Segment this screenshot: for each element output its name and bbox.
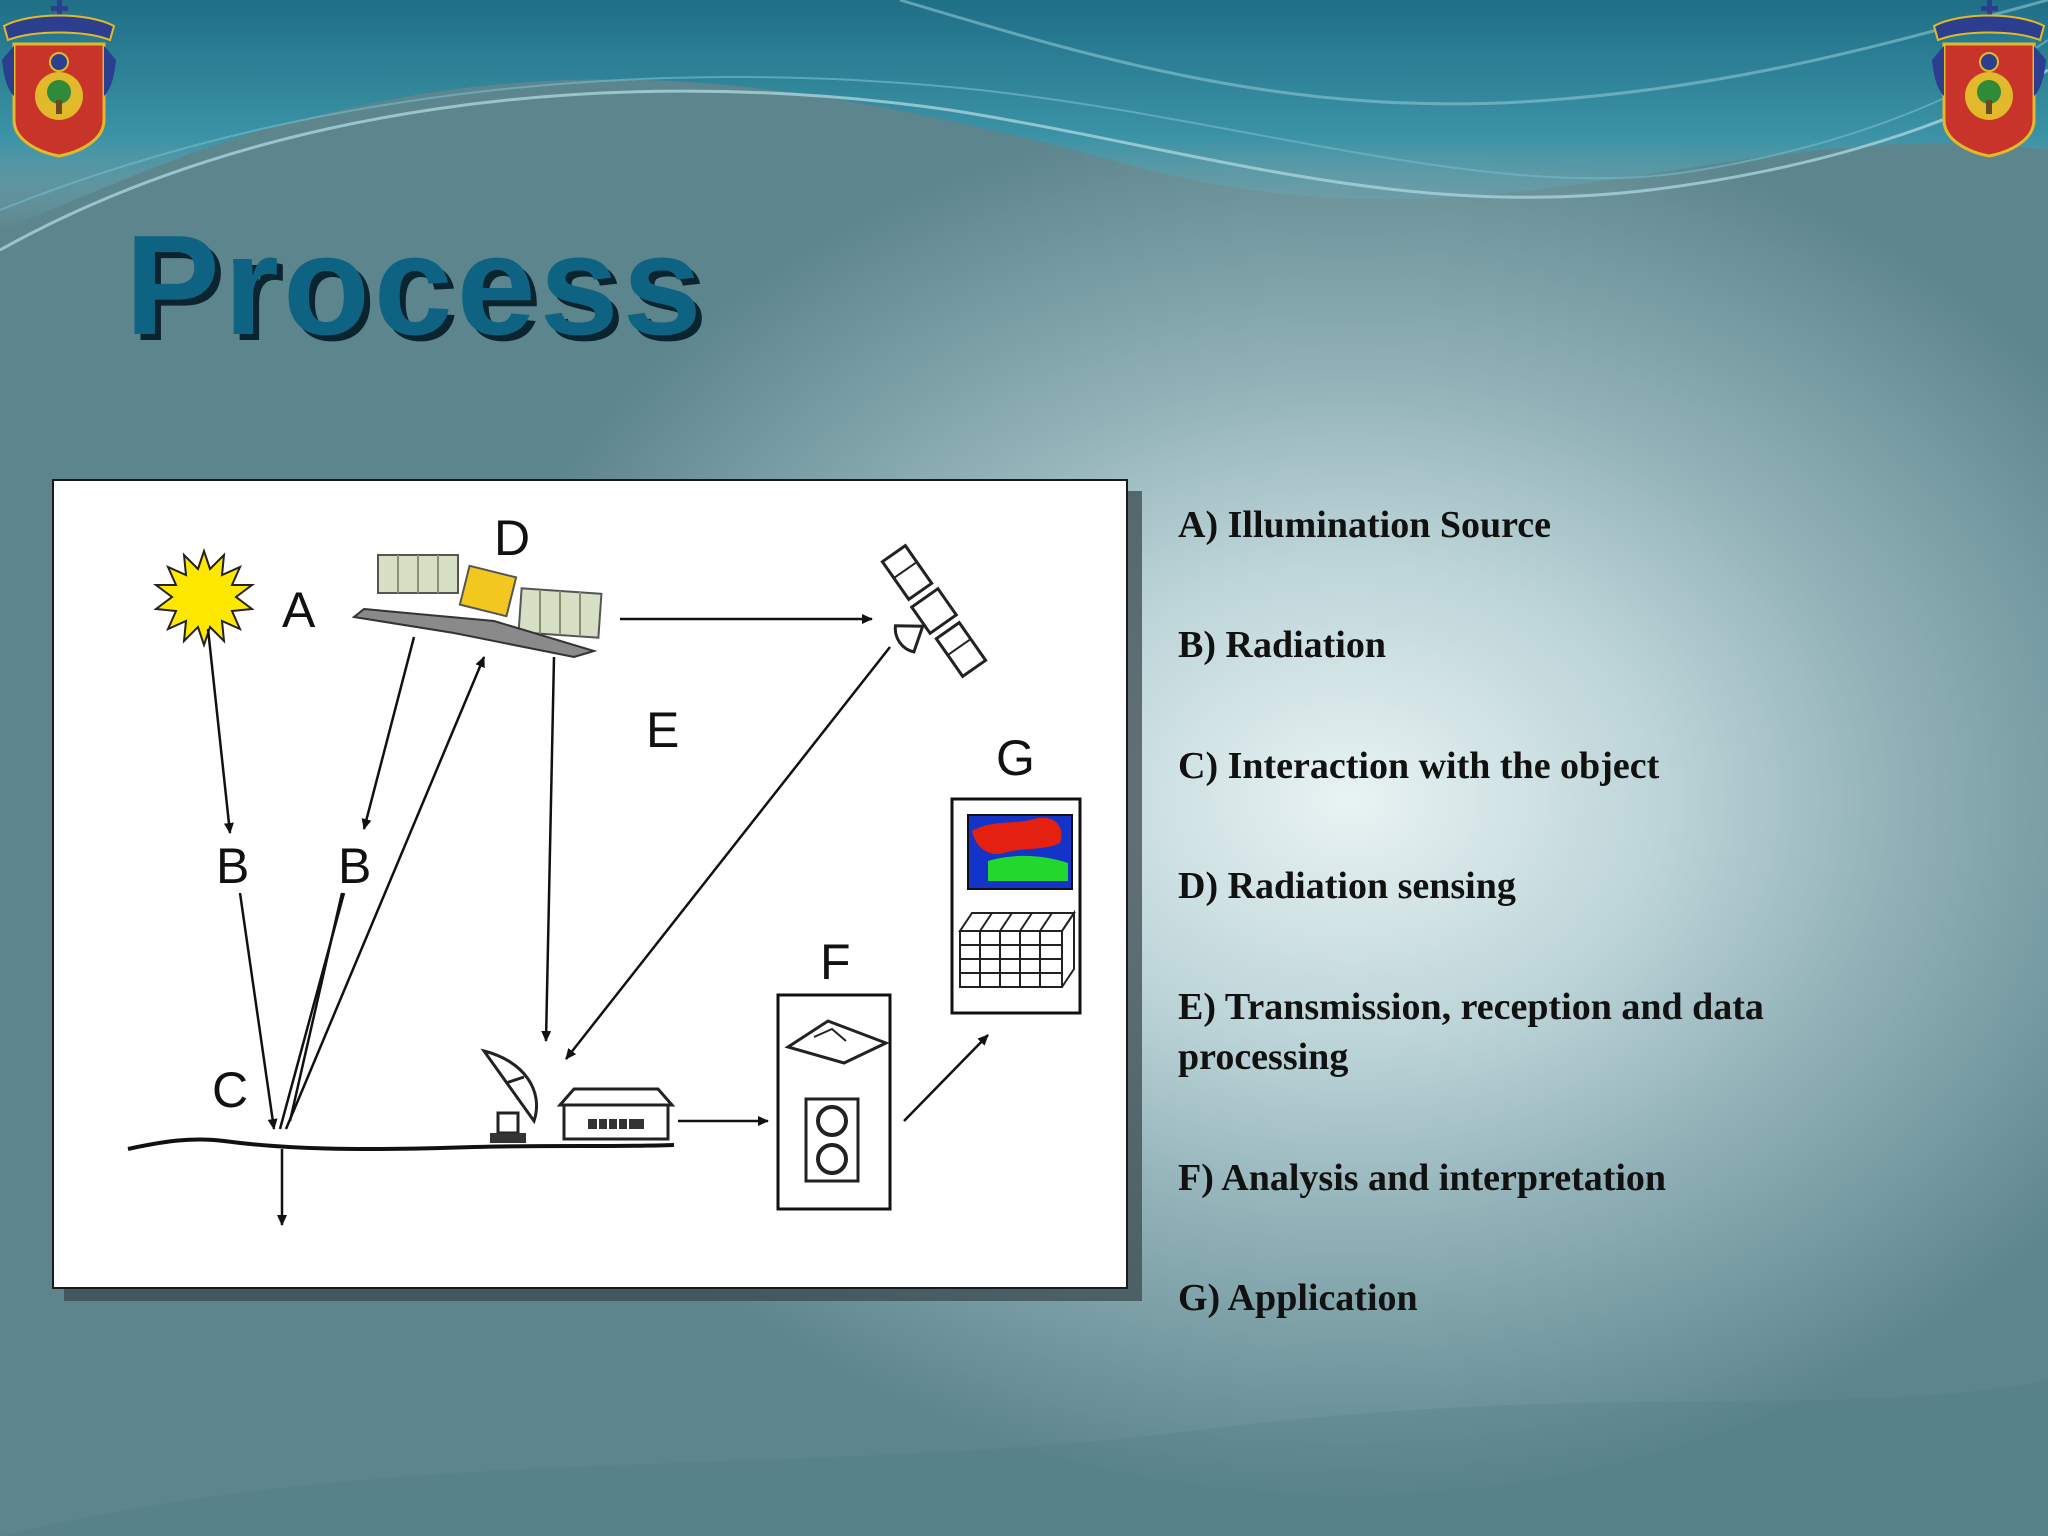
label-b-right: B bbox=[338, 838, 371, 894]
processing-station-icon bbox=[556, 1087, 676, 1141]
label-e: E bbox=[646, 702, 679, 758]
label-d: D bbox=[494, 510, 530, 566]
legend-item-c: C) Interaction with the object bbox=[1178, 745, 1660, 787]
ground-surface bbox=[127, 1137, 675, 1151]
sun-icon bbox=[153, 547, 255, 649]
legend-item-a: A) Illumination Source bbox=[1178, 504, 1552, 546]
ground-antenna-icon bbox=[480, 1048, 539, 1143]
application-box bbox=[950, 797, 1082, 1015]
legend-item-b: B) Radiation bbox=[1178, 624, 1386, 666]
slide-title: Process bbox=[125, 206, 706, 365]
legend-item-e: E) Transmission, reception and data proc… bbox=[1178, 986, 1764, 1078]
label-g: G bbox=[996, 730, 1035, 786]
label-f: F bbox=[820, 934, 851, 990]
radiation-arrows bbox=[206, 614, 989, 1226]
label-a: A bbox=[282, 582, 316, 638]
analysis-box bbox=[776, 993, 892, 1211]
label-b-left: B bbox=[216, 838, 249, 894]
sensor-satellite-icon bbox=[351, 554, 603, 659]
legend-item-f: F) Analysis and interpretation bbox=[1178, 1157, 1667, 1199]
remote-sensing-diagram: A B B C D E F G bbox=[52, 479, 1128, 1289]
data-cube-icon bbox=[958, 909, 1076, 988]
label-c: C bbox=[212, 1062, 248, 1118]
legend-item-d: D) Radiation sensing bbox=[1178, 865, 1516, 907]
relay-satellite-icon bbox=[880, 543, 988, 679]
university-crest-logo-right bbox=[1932, 0, 2046, 158]
legend-item-g: G) Application bbox=[1178, 1277, 1418, 1319]
university-crest-logo bbox=[2, 0, 116, 158]
